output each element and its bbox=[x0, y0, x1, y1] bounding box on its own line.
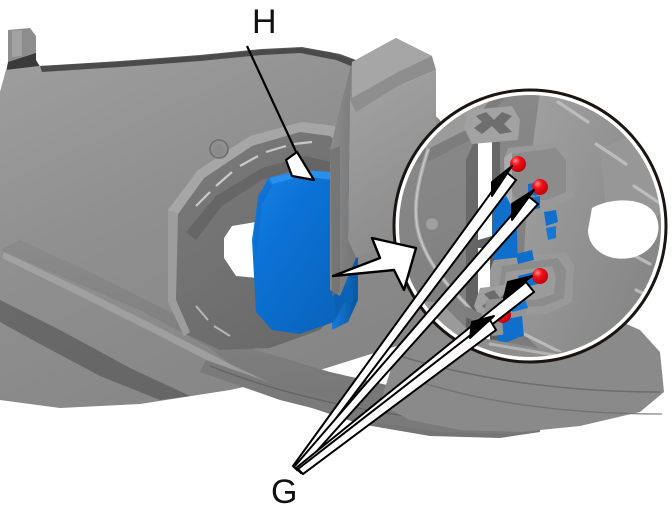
callout-g-arrowhead-3 bbox=[503, 275, 533, 299]
callout-g-label: G bbox=[271, 473, 297, 511]
locating-boss bbox=[209, 139, 229, 159]
callout-h: H bbox=[246, 3, 316, 182]
callout-g-arrowhead-1 bbox=[491, 165, 513, 197]
callout-h-leader bbox=[246, 45, 299, 157]
fastener-marker-1 bbox=[510, 156, 526, 172]
callout-h-label: H bbox=[252, 3, 277, 41]
right-body-crease2 bbox=[419, 381, 663, 415]
callout-g: G bbox=[271, 165, 540, 511]
fastener-marker-2 bbox=[532, 179, 548, 195]
rim-highlight-dashes bbox=[195, 140, 313, 207]
bracket-ear-top bbox=[464, 106, 520, 144]
detail-circle-outer-ring bbox=[392, 88, 668, 364]
under-shadow bbox=[0, 300, 190, 400]
detail-circle-inner-ring bbox=[395, 91, 665, 361]
detail-link-arrow bbox=[331, 236, 418, 292]
upper-edge-shadow bbox=[40, 47, 400, 86]
callout-h-arrowhead bbox=[284, 150, 316, 182]
lightening-hole bbox=[588, 200, 659, 259]
fastener-marker-3 bbox=[532, 268, 548, 284]
callout-g-arrowhead-2 bbox=[511, 189, 535, 221]
valance-highlight bbox=[2, 252, 290, 398]
fascia-assembly bbox=[0, 28, 664, 438]
callout-g-leader-4 bbox=[296, 318, 498, 476]
callout-g-arrowhead-4 bbox=[469, 315, 495, 339]
rim-lower-dashes bbox=[195, 305, 231, 337]
